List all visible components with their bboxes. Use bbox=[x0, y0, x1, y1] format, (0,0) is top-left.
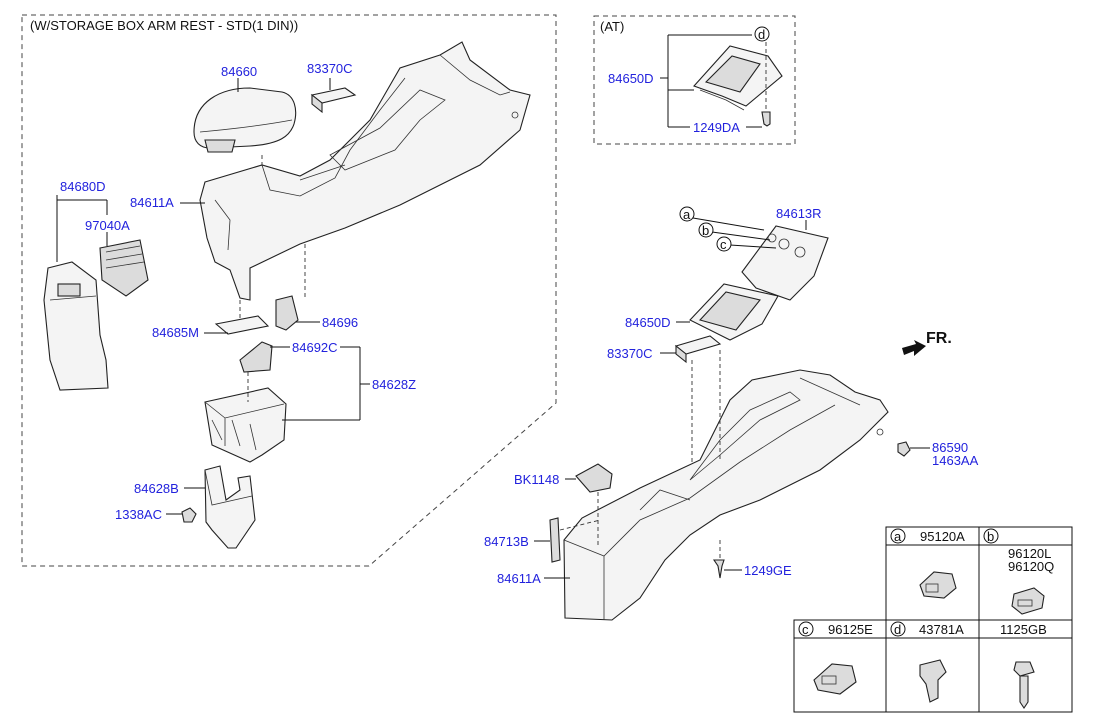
label-84611a-left: 84611A bbox=[130, 195, 174, 210]
screw-1249da bbox=[761, 111, 771, 127]
bolt-icon bbox=[1013, 661, 1035, 709]
bracket-83370c-right bbox=[674, 335, 722, 364]
label-84650d-at: 84650D bbox=[608, 71, 654, 86]
label-86590: 86590 bbox=[932, 440, 968, 455]
bracket-84713b bbox=[549, 517, 561, 563]
label-83370c-left: 83370C bbox=[307, 61, 353, 76]
at-group-outline bbox=[593, 15, 796, 145]
label-83370c-right: 83370C bbox=[607, 346, 653, 361]
legend-b-part2: 96120Q bbox=[1008, 559, 1054, 574]
pad-84685m bbox=[214, 315, 270, 335]
legend-c-part: 96125E bbox=[828, 622, 873, 637]
front-arrow-icon bbox=[902, 340, 926, 356]
bracket-83370c-left bbox=[310, 87, 357, 114]
aux-jack-icon bbox=[1011, 587, 1045, 615]
legend-b-part: 96120L bbox=[1008, 546, 1051, 561]
label-84660: 84660 bbox=[221, 64, 257, 79]
label-1338ac: 1338AC bbox=[115, 507, 162, 522]
storage-box-group-outline bbox=[21, 14, 557, 567]
bracket-84696 bbox=[275, 295, 299, 331]
label-84713b: 84713B bbox=[484, 534, 529, 549]
console-body-right bbox=[563, 369, 889, 621]
usb-jack-icon bbox=[813, 663, 857, 695]
shift-bezel-84650d-right bbox=[689, 283, 779, 341]
label-84692c: 84692C bbox=[292, 340, 338, 355]
leaders-right bbox=[534, 217, 930, 579]
label-1249da: 1249DA bbox=[693, 120, 740, 135]
label-84680d: 84680D bbox=[60, 179, 106, 194]
callout-c: c bbox=[720, 237, 727, 252]
legend-c-letter: c bbox=[802, 622, 809, 637]
callout-d: d bbox=[758, 27, 765, 42]
legend-b-letter: b bbox=[987, 529, 994, 544]
shift-bezel-84650d-at bbox=[693, 45, 783, 111]
leaders-at bbox=[660, 34, 767, 128]
callout-c-circle bbox=[716, 236, 732, 252]
front-indicator-label: FR. bbox=[926, 330, 952, 347]
legend-screw-part: 1125GB bbox=[1000, 622, 1047, 637]
callout-b: b bbox=[702, 223, 709, 238]
label-84650d-right: 84650D bbox=[625, 315, 671, 330]
storage-box-84628z bbox=[204, 387, 287, 463]
at-group-title: (AT) bbox=[600, 19, 624, 34]
screw-1249ge bbox=[712, 559, 725, 579]
callout-a: a bbox=[683, 207, 691, 222]
cover-84680d bbox=[43, 261, 109, 391]
callout-a-circle bbox=[679, 206, 695, 222]
label-84628z: 84628Z bbox=[372, 377, 416, 392]
label-84685m: 84685M bbox=[152, 325, 199, 340]
legend-d-letter: d bbox=[894, 622, 901, 637]
label-1249ge: 1249GE bbox=[744, 563, 792, 578]
label-1463aa: 1463AA bbox=[932, 453, 979, 468]
label-97040a: 97040A bbox=[85, 218, 130, 233]
legend-table: a 95120A b 96120L 96120Q c 96125E d 4378… bbox=[793, 526, 1073, 713]
label-84696: 84696 bbox=[322, 315, 358, 330]
panel-84613r bbox=[741, 225, 829, 301]
console-body-left bbox=[199, 41, 531, 301]
usb-charger-icon bbox=[919, 571, 957, 599]
callout-d-circle bbox=[754, 26, 770, 42]
legend-a-part: 95120A bbox=[920, 529, 965, 544]
legend-a-letter: a bbox=[894, 529, 902, 544]
bracket-84628b bbox=[204, 465, 256, 549]
clip-fastener-icon bbox=[919, 659, 947, 703]
callout-b-circle bbox=[698, 222, 714, 238]
legend-d-part: 43781A bbox=[919, 622, 964, 637]
armrest-lid-84660 bbox=[193, 87, 297, 153]
clip-86590 bbox=[897, 441, 911, 457]
tray-97040a bbox=[99, 239, 149, 297]
label-84611a-right: 84611A bbox=[497, 571, 541, 586]
leaders-left bbox=[56, 78, 370, 515]
holder-84692c bbox=[239, 341, 273, 373]
plate-bk1148 bbox=[575, 463, 613, 493]
nut-1338ac bbox=[181, 507, 197, 523]
label-84628b: 84628B bbox=[134, 481, 179, 496]
label-84613r: 84613R bbox=[776, 206, 822, 221]
storage-box-group-title: (W/STORAGE BOX ARM REST - STD(1 DIN)) bbox=[30, 18, 298, 33]
label-bk1148: BK1148 bbox=[514, 472, 559, 487]
